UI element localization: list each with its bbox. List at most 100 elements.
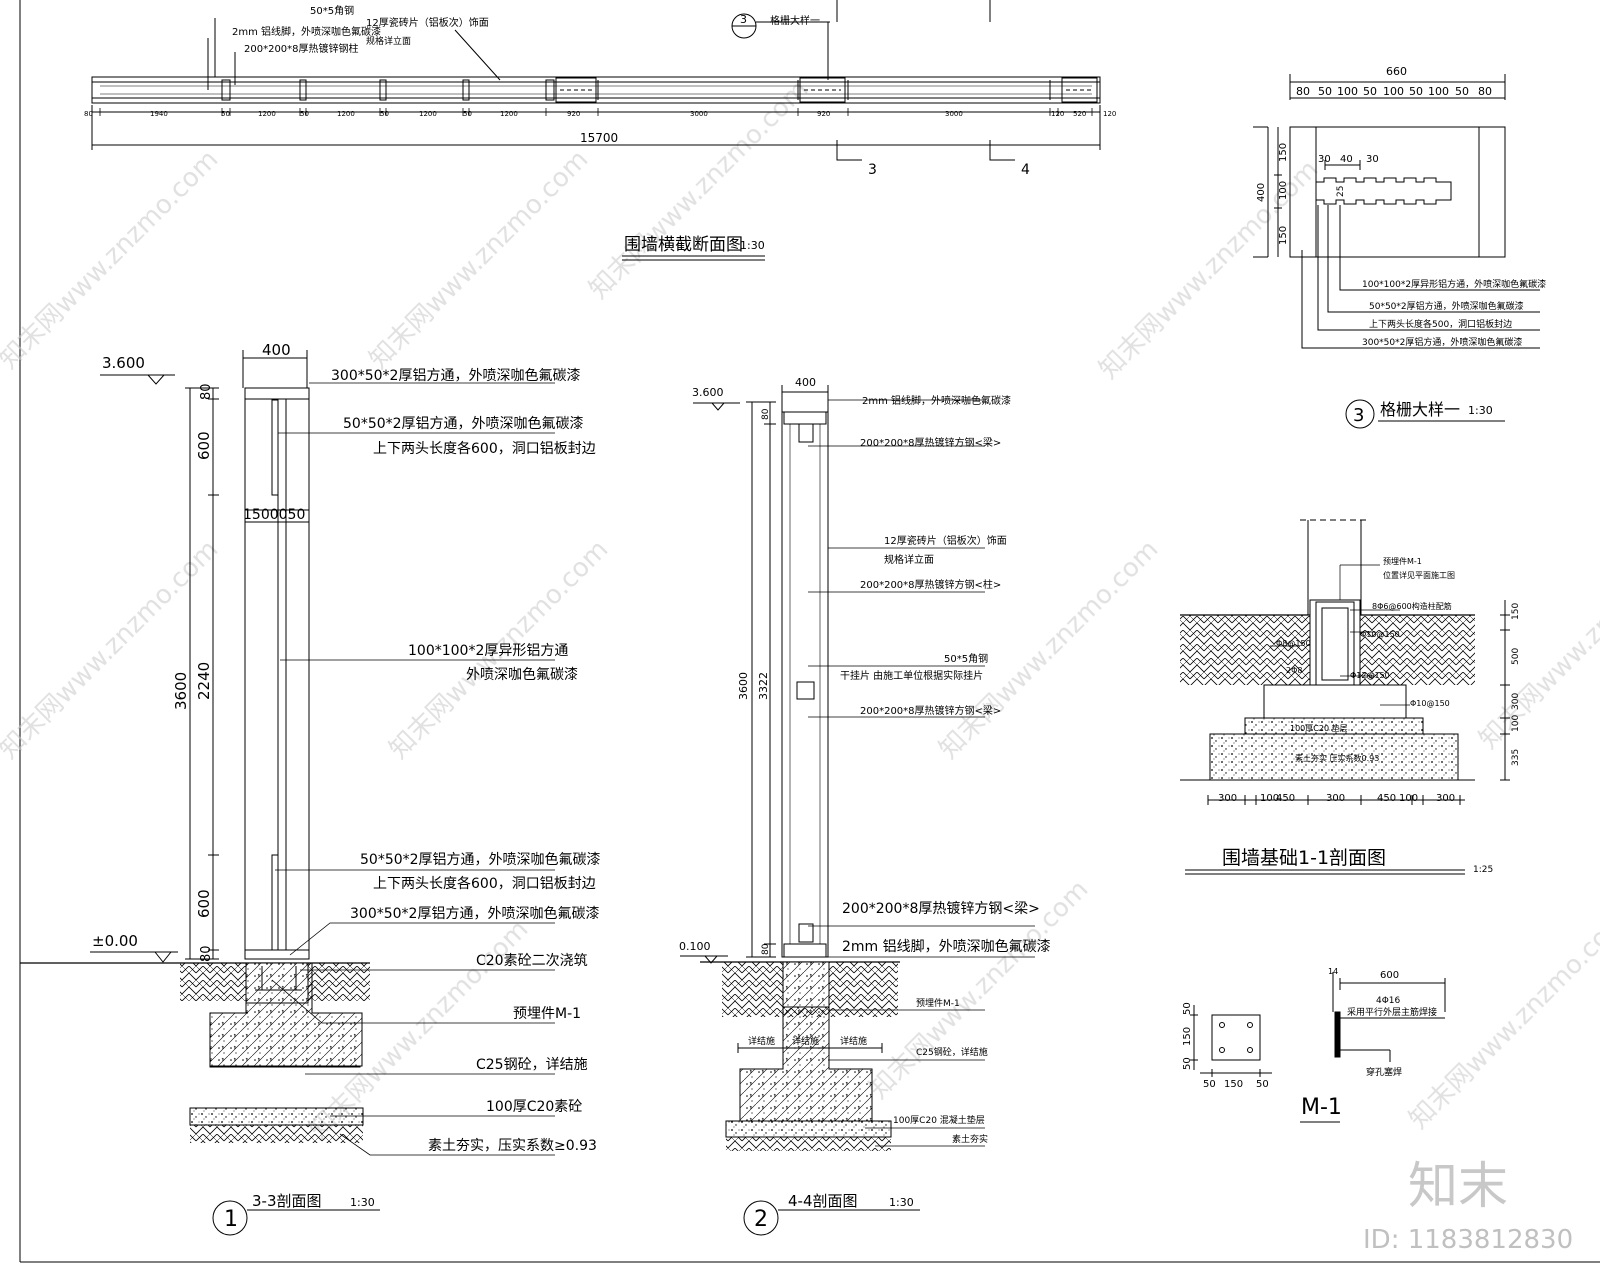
plan-title: 围墙横截断面图	[624, 235, 743, 255]
grille-profile	[1315, 177, 1452, 205]
m1-drawing	[1190, 972, 1446, 1123]
detail3-note: 上下两头长度各500，洞口铝板封边	[1369, 318, 1512, 330]
detail3-note: 100*100*2厚异形铝方通，外喷深咖色氟碳漆	[1362, 278, 1546, 290]
sec2-foot: 详结施	[748, 1035, 775, 1047]
sec2-note: 2mm 铝线脚，外喷深咖色氟碳漆	[842, 938, 1051, 955]
plan-dim: 920	[567, 110, 580, 118]
detail3-dim: 100	[1383, 85, 1404, 98]
plan-dim: 1940	[150, 110, 168, 118]
detail3-dim: 50	[1363, 85, 1377, 98]
plan-dim: 520	[1073, 110, 1086, 118]
plan-callout: 规格详立面	[366, 35, 411, 47]
sec1-dim: 600	[195, 889, 213, 918]
sec2-foot: 详结施	[792, 1035, 819, 1047]
plan-dim: 120	[1051, 110, 1064, 118]
sec2-note: 100厚C20 混凝土垫层	[893, 1114, 985, 1126]
found-dim: 300	[1218, 793, 1237, 804]
m1-topdim: 600	[1380, 970, 1399, 981]
plan-callout: 12厚瓷砖片（铝板次）饰面	[366, 16, 489, 29]
sec2-number: 2	[754, 1207, 768, 1232]
plan-callout: 2mm 铝线脚，外喷深咖色氟碳漆	[232, 25, 381, 38]
m1-note: 穿孔塞焊	[1366, 1066, 1402, 1078]
sec2-note: 规格详立面	[884, 553, 934, 566]
detail3-dim: 50	[1318, 85, 1332, 98]
detail3-note: 50*50*2厚铝方通，外喷深咖色氟碳漆	[1369, 300, 1524, 312]
sec1-note: 上下两头长度各600，洞口铝板封边	[373, 876, 596, 892]
detail3-inner-dim: 30	[1366, 154, 1379, 165]
m1-ldim: 50	[1182, 1057, 1193, 1070]
detail3-inner-v: 25	[1336, 186, 1346, 197]
sec2-note: C25钢砼，详结施	[916, 1046, 988, 1058]
m1-bdim: 150	[1224, 1079, 1243, 1090]
sec2-labels: 400 3.600 0.100 3600 3322 80 80 2mm 铝线脚，…	[679, 376, 1051, 1232]
found-rdim: 500	[1511, 648, 1521, 665]
sec1-note: 外喷深咖色氟碳漆	[466, 666, 578, 683]
sec2-note: 干挂片 由施工单位根据实际挂片	[840, 669, 983, 682]
sec1-inner-dim: 1500050	[243, 507, 305, 523]
found-layer: 100厚C20 垫层	[1290, 723, 1348, 733]
sec1-dim: 80	[199, 945, 214, 962]
watermark-text: 知末网www.znzmo.com	[364, 144, 595, 375]
plan-dim: 920	[817, 110, 830, 118]
sec2-drawing	[680, 385, 1035, 1236]
plan-dim: 50	[463, 110, 472, 118]
m1-note: 4Φ16	[1376, 996, 1401, 1006]
watermark-text: 知末网www.znzmo.com	[584, 74, 815, 305]
detail3-left-dim: 150	[1278, 226, 1289, 245]
found-dim: 300	[1326, 793, 1345, 804]
sec1-labels: 400 3.600 ±0.00 3600 80 600 2240 600 80 …	[92, 341, 601, 1232]
detail3-dim: 50	[1455, 85, 1469, 98]
plan-dim: 50	[380, 110, 389, 118]
sec1-number: 1	[224, 1207, 238, 1232]
sec2-note: 2mm 铝线脚，外喷深咖色氟碳漆	[862, 394, 1011, 407]
found-dim: 450	[1377, 793, 1396, 804]
m1-bdim: 50	[1256, 1079, 1269, 1090]
found-note: Φ8@150	[1276, 639, 1311, 648]
found-rdim: 335	[1511, 749, 1521, 766]
sec1-note: 素土夯实，压实系数≥0.93	[428, 1138, 597, 1154]
found-scale: 1:25	[1473, 865, 1493, 875]
section-mark-4: 4	[1021, 162, 1030, 178]
found-note: Φ12@150	[1350, 671, 1390, 680]
sec2-dim-inner: 3322	[757, 672, 770, 700]
found-rdim: 150	[1511, 603, 1521, 620]
watermark-text: 知末网www.znzmo.com	[1474, 524, 1600, 755]
detail3-drawing	[1253, 74, 1540, 429]
plan-dim: 80	[84, 110, 93, 118]
sec1-note: 50*50*2厚铝方通，外喷深咖色氟碳漆	[343, 415, 584, 432]
m1-note: 采用平行外层主筋焊接	[1347, 1006, 1437, 1018]
plan-dim: 1200	[337, 110, 355, 118]
m1-ldim: 150	[1182, 1027, 1193, 1046]
plan-dim: 1200	[258, 110, 276, 118]
sec2-elev-bot: 0.100	[679, 940, 711, 953]
found-note: 预埋件M-1	[1383, 556, 1422, 566]
watermark-text: 知末网www.znzmo.com	[934, 534, 1165, 765]
sec1-note: 100厚C20素砼	[486, 1099, 582, 1115]
watermark-text: 知末网www.znzmo.com	[0, 144, 224, 375]
sec1-note: 100*100*2厚异形铝方通	[408, 643, 568, 659]
sec1-dim: 80	[199, 383, 214, 400]
detail3-labels: 660 80 50 100 50 100 50 100 50 80 150 10…	[1256, 65, 1546, 426]
detail3-total: 660	[1386, 65, 1407, 78]
detail-tag-note: 格栅大样一	[770, 14, 820, 27]
detail3-left-dim: 100	[1278, 181, 1289, 200]
brand-logo: 知末	[1408, 1157, 1508, 1215]
found-rdim: 100	[1511, 715, 1521, 732]
found-note: 位置详见平面施工图	[1383, 570, 1455, 580]
sec2-note: 200*200*8厚热镀锌方钢<梁>	[842, 900, 1040, 917]
found-note: 2Φ8	[1286, 666, 1302, 675]
sec2-note: 200*200*8厚热镀锌方钢<梁>	[860, 704, 1001, 717]
sec1-note: C25钢砼，详结施	[476, 1057, 588, 1073]
plan-dim: 3000	[945, 110, 963, 118]
plan-section	[91, 0, 1101, 261]
sec1-dim: 2240	[195, 662, 213, 700]
sec2-note: 12厚瓷砖片（铝板次）饰面	[884, 534, 1007, 547]
detail3-left-total: 400	[1256, 183, 1267, 202]
sec1-title: 3-3剖面图	[252, 1192, 322, 1210]
found-title: 围墙基础1-1剖面图	[1222, 847, 1386, 869]
sec2-scale: 1:30	[889, 1196, 914, 1209]
plan-post-marks	[221, 77, 1098, 103]
detail3-title: 格栅大样一	[1380, 400, 1460, 419]
sec1-elev-zero: ±0.00	[92, 932, 138, 950]
